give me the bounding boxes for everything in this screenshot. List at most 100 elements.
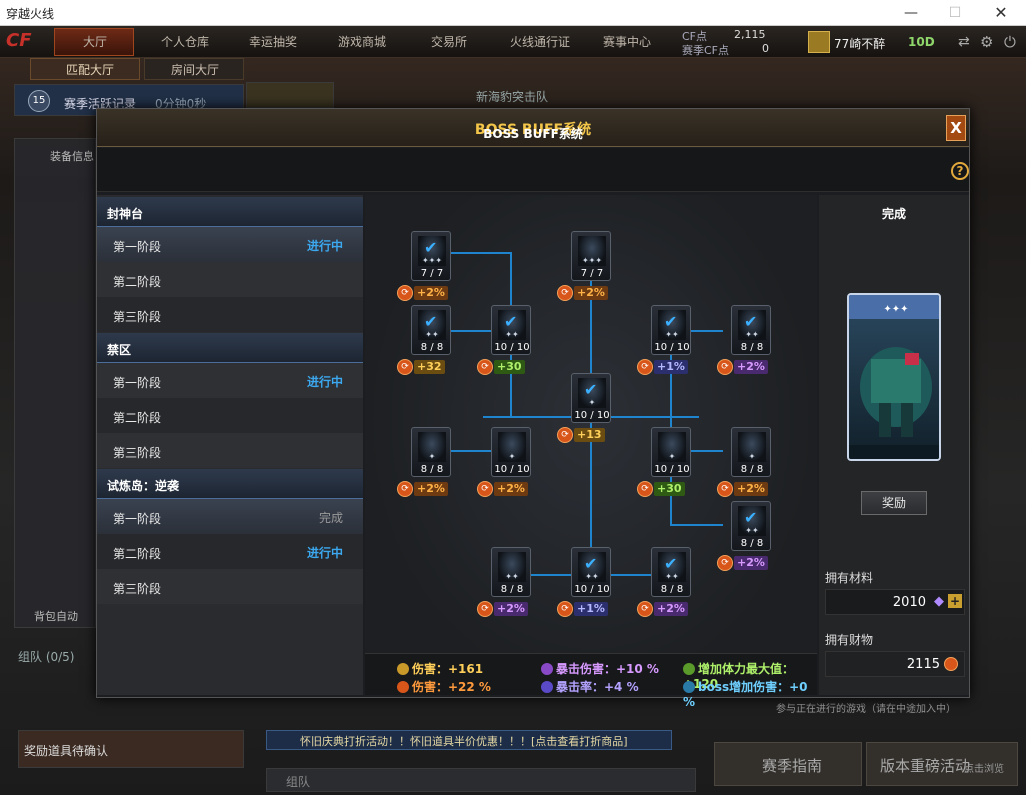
buff-value: +2%	[654, 602, 688, 616]
buff-value: +2%	[494, 602, 528, 616]
minimize-icon[interactable]: —	[904, 5, 918, 21]
stage-item[interactable]: 第一阶段进行中	[97, 363, 363, 398]
close-window-icon[interactable]: ✕	[994, 3, 1008, 22]
marquee-bar[interactable]	[266, 730, 672, 750]
stage-item[interactable]: 第三阶段	[97, 569, 363, 604]
boss-portrait	[658, 552, 686, 582]
version-event-label: 版本重磅活动	[880, 757, 971, 775]
swap-icon[interactable]: ⇄	[958, 34, 970, 50]
version-event-sub: 点击浏览	[964, 764, 1004, 775]
check-icon: ✔	[424, 312, 438, 331]
reward-button[interactable]: 奖励	[861, 491, 927, 515]
stage-label: 第二阶段	[113, 411, 162, 425]
buff-badge: ⟳+2%	[557, 285, 613, 301]
buff-value: +32	[414, 360, 445, 374]
node-count: 8 / 8	[660, 584, 684, 595]
buff-node[interactable]: ✔✦✦10 / 10	[491, 305, 531, 355]
sub-tab-match[interactable]	[30, 58, 140, 80]
check-icon: ✔	[584, 380, 598, 399]
season-record-label: 赛季活跃记录	[64, 97, 137, 111]
season-cf-value: 0	[762, 42, 769, 55]
reward-status: 完成	[881, 207, 906, 221]
buff-node[interactable]: ✦10 / 10	[651, 427, 691, 477]
buff-node[interactable]: ✦8 / 8	[411, 427, 451, 477]
buff-node[interactable]: ✦✦✦7 / 7	[571, 231, 611, 281]
sub-tab-room[interactable]	[144, 58, 244, 80]
buff-badge: ⟳+2%	[397, 481, 453, 497]
tab-exchange[interactable]: 交易所	[431, 35, 468, 49]
tab-battle-pass[interactable]: 火线通行证	[510, 35, 571, 49]
tab-warehouse[interactable]: 个人仓库	[161, 35, 210, 49]
buff-node[interactable]: ✔✦✦8 / 8	[651, 547, 691, 597]
boss-portrait	[738, 310, 766, 340]
stage-status: 完成	[318, 511, 343, 525]
buff-node[interactable]: ✔✦✦8 / 8	[731, 305, 771, 355]
dialog-subheader	[97, 148, 969, 192]
buff-tree: ✔✦✦✦7 / 7 ⟳+2% ✦✦✦7 / 7 ⟳+2% ✔✦✦8 / 8 ⟳+…	[365, 195, 817, 695]
stage-label: 第二阶段	[113, 275, 162, 289]
node-count: 10 / 10	[654, 464, 690, 475]
stage-item[interactable]: 第二阶段进行中	[97, 534, 363, 569]
dialog-close-button[interactable]: X	[946, 115, 966, 141]
buff-node[interactable]: ✔✦✦✦7 / 7	[411, 231, 451, 281]
help-icon[interactable]: ?	[951, 162, 969, 180]
boss-portrait	[658, 310, 686, 340]
buff-node[interactable]: ✔✦✦10 / 10	[571, 547, 611, 597]
node-count: 10 / 10	[654, 342, 690, 353]
buff-icon: ⟳	[397, 359, 413, 375]
version-event-button[interactable]	[866, 742, 1018, 786]
crit-damage-icon	[541, 663, 553, 675]
season-guide-button[interactable]	[714, 742, 862, 786]
maximize-icon[interactable]: ☐	[948, 5, 962, 21]
boss-portrait	[578, 552, 606, 582]
stage-item[interactable]: 第三阶段	[97, 433, 363, 468]
boss-portrait	[578, 236, 606, 266]
buff-node[interactable]: ✔✦✦8 / 8	[411, 305, 451, 355]
rank-icon	[808, 31, 830, 53]
buff-node[interactable]: ✦10 / 10	[491, 427, 531, 477]
stage-item[interactable]: 第二阶段	[97, 398, 363, 433]
group-header: 试炼岛：逆袭	[97, 469, 363, 499]
chat-channel: 组队	[286, 775, 311, 789]
star-icon: ✦	[748, 452, 756, 461]
buff-node[interactable]: ✔✦10 / 10	[571, 373, 611, 423]
boss-portrait	[578, 378, 606, 408]
node-count: 8 / 8	[420, 342, 444, 353]
summary-item: 伤害：+22 %	[397, 678, 491, 695]
buff-node[interactable]: ✦8 / 8	[731, 427, 771, 477]
buff-icon: ⟳	[717, 359, 733, 375]
group-title: 试炼岛：逆袭	[107, 479, 180, 493]
buff-value: +2%	[494, 482, 528, 496]
buff-value: +2%	[734, 482, 768, 496]
title-bar: 穿越火线 — ☐ ✕	[0, 0, 1026, 26]
tab-lobby[interactable]: 大厅	[83, 35, 108, 49]
stage-item[interactable]: 第一阶段完成	[97, 499, 363, 534]
buff-icon: ⟳	[717, 555, 733, 571]
tab-lucky-draw[interactable]: 幸运抽奖	[249, 35, 298, 49]
window-title: 穿越火线	[6, 7, 55, 21]
tab-mall[interactable]: 游戏商城	[338, 35, 387, 49]
buff-value: +2%	[734, 556, 768, 570]
chat-input[interactable]	[266, 768, 696, 792]
stage-status: 进行中	[306, 239, 343, 253]
stage-item[interactable]: 第三阶段	[97, 297, 363, 332]
check-icon: ✔	[584, 554, 598, 573]
event-banner[interactable]	[246, 82, 334, 108]
health-icon	[683, 663, 695, 675]
buff-node[interactable]: ✔✦✦10 / 10	[651, 305, 691, 355]
tab-events[interactable]: 赛事中心	[603, 35, 652, 49]
power-icon[interactable]: ⏻	[1004, 33, 1016, 51]
join-hint: 参与正在进行的游戏（请在中途加入中）	[776, 704, 956, 715]
boss-portrait	[418, 432, 446, 462]
buff-icon: ⟳	[397, 285, 413, 301]
buff-node[interactable]: ✦✦8 / 8	[491, 547, 531, 597]
buff-badge: ⟳+2%	[717, 481, 773, 497]
reward-confirm-bar[interactable]	[18, 730, 244, 768]
add-material-button[interactable]: +	[948, 594, 962, 608]
star-icon: ✦	[428, 452, 436, 461]
season-cf-label: 赛季CF点	[682, 44, 730, 57]
stage-item[interactable]: 第二阶段	[97, 262, 363, 297]
gear-icon[interactable]: ⚙	[980, 33, 994, 51]
stage-item[interactable]: 第一阶段进行中	[97, 227, 363, 262]
buff-node[interactable]: ✔✦✦8 / 8	[731, 501, 771, 551]
